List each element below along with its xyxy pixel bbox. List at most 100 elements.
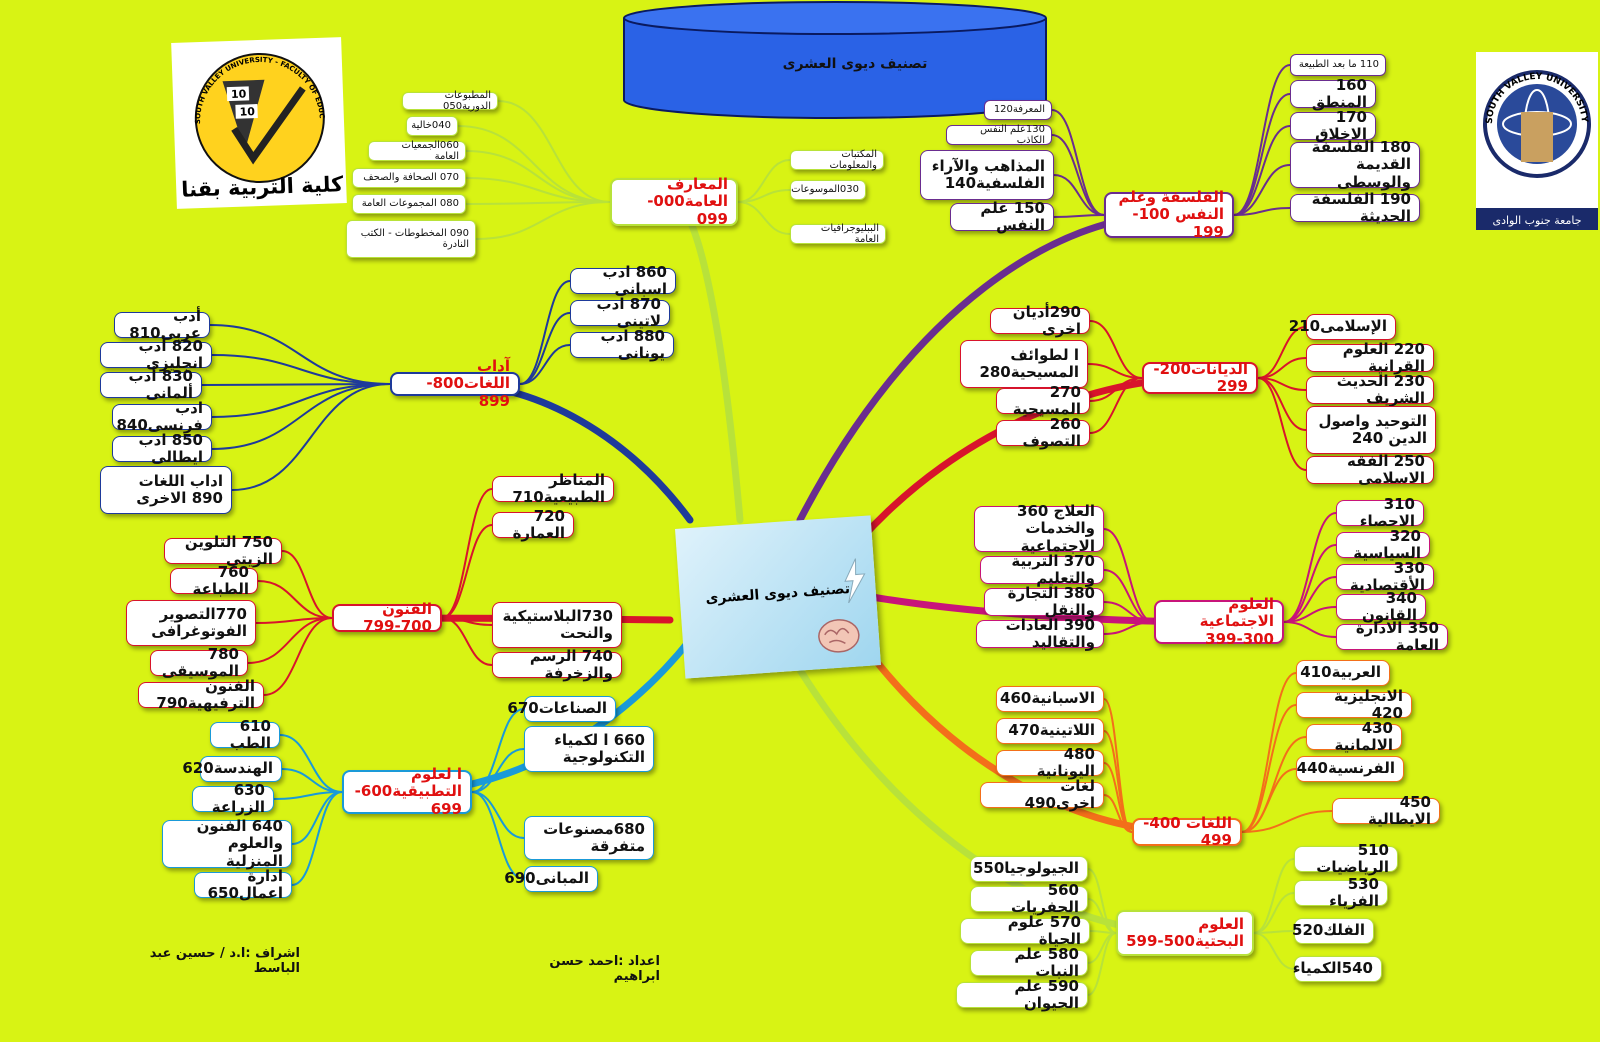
topic-node-0-4[interactable]: 080 المجموعات العامة [352, 194, 466, 214]
topic-node-3-7[interactable]: 340 القانون [1336, 589, 1426, 624]
topic-node-1-0-label: المعرفة120 [993, 104, 1045, 116]
topic-node-2-7[interactable]: التوحيد واصول الدين 240 [1306, 406, 1436, 454]
topic-node-6-2[interactable]: 680مصنوعات متفرقة [524, 816, 654, 860]
topic-node-5-2[interactable]: 570 علوم الحياة [960, 913, 1090, 948]
university-logo: SOUTH VALLEY UNIVERSITY جامعة جنوب الواد… [1476, 52, 1598, 230]
topic-node-1-8[interactable]: 190 الفلسفة الحديثة [1290, 190, 1420, 225]
topic-node-3-1[interactable]: 370 التربية والتعليم [980, 552, 1104, 587]
branch-node-1[interactable]: الفلسفة وعلم النفس 100-199 [1104, 189, 1234, 240]
topic-node-8-4[interactable]: 820 أدب انجليزى [100, 337, 212, 372]
link-8-3 [209, 324, 391, 385]
topic-node-4-4[interactable]: العربية410 [1296, 660, 1390, 686]
branch-node-0[interactable]: المعارف العامة000-099 [610, 176, 738, 227]
topic-node-3-4[interactable]: 310 الاحصاء [1336, 495, 1424, 530]
topic-node-8-8[interactable]: اداب اللغات 890 الاخرى [100, 466, 232, 514]
topic-node-4-6[interactable]: 430 الالمانية [1306, 719, 1402, 754]
topic-node-8-6[interactable]: ادب فرنسى840 [112, 399, 212, 434]
topic-node-4-7[interactable]: الفرنسية440 [1296, 756, 1404, 782]
topic-node-3-0[interactable]: العلاج 360 والخدمات الاجتماعية [974, 503, 1104, 554]
topic-node-7-4[interactable]: 750 التلوين الزيتى [164, 533, 282, 568]
topic-node-3-8[interactable]: 350 الادارة العامة [1336, 619, 1448, 654]
topic-node-7-1[interactable]: 720 العمارة [492, 507, 574, 542]
branch-node-7[interactable]: الفنون 700-799 [332, 600, 442, 635]
topic-node-5-8[interactable]: 540الكمياء [1293, 956, 1382, 982]
topic-node-3-2[interactable]: 380 التجارة والنقل [984, 584, 1104, 619]
topic-node-0-7[interactable]: 030الموسوعات [790, 180, 866, 200]
link-6-2 [471, 791, 525, 839]
topic-node-7-5[interactable]: 760 الطباعة [170, 563, 258, 598]
topic-node-5-1[interactable]: 560 الحفريات [970, 881, 1088, 916]
topic-node-2-2[interactable]: 270 المسيحية [996, 383, 1090, 418]
topic-node-2-8[interactable]: 250 الفقه الاسلامى [1306, 452, 1434, 487]
topic-node-7-6[interactable]: 770التصوير الفوتوغرافى [126, 600, 256, 646]
topic-node-5-7[interactable]: الفلك520 [1292, 918, 1374, 944]
topic-node-3-6[interactable]: 330 الأقتصادية [1336, 559, 1434, 594]
topic-node-1-1[interactable]: 130علم النفس الكاذب [946, 124, 1052, 146]
topic-node-1-5[interactable]: 160 المنطق [1290, 76, 1376, 111]
topic-node-8-0[interactable]: 860 ادب اسبانى [570, 263, 676, 298]
topic-node-5-0[interactable]: الجيولوجيا550 [970, 856, 1088, 882]
topic-node-4-5[interactable]: الانجليزية 420 [1296, 687, 1412, 722]
topic-node-6-3[interactable]: المبانى690 [504, 866, 598, 892]
topic-node-1-6[interactable]: 170 الاخلاق [1290, 108, 1376, 143]
topic-node-0-6[interactable]: المكتبات والمعلومات [790, 149, 884, 171]
topic-node-7-7[interactable]: 780 الموسيقى [150, 645, 248, 680]
topic-node-8-5[interactable]: 830 أدب ألمانى [100, 367, 202, 402]
topic-node-6-8[interactable]: ادارة اعمال650 [194, 867, 292, 902]
topic-node-1-2[interactable]: المذاهب والآراء الفلسفية140 [920, 150, 1054, 200]
topic-node-0-8[interactable]: الببليوجرافيات العامة [790, 223, 886, 245]
central-topic[interactable]: تصنيف ديوى العشرى [675, 515, 881, 679]
topic-node-7-3[interactable]: 740 الرسم والزخرفة [492, 647, 622, 682]
branch-node-2[interactable]: الديانات200-299 [1142, 360, 1258, 395]
topic-node-4-0[interactable]: الاسبانية460 [996, 686, 1104, 712]
topic-node-8-1[interactable]: 870 ادب لاتينى [570, 295, 670, 330]
topic-node-5-5[interactable]: 510 الرياضيات [1294, 841, 1398, 876]
topic-node-2-0[interactable]: 290أديان اخرى [990, 303, 1090, 338]
topic-node-4-8[interactable]: 450 الايطالية [1332, 793, 1440, 828]
topic-node-1-4[interactable]: 110 ما بعد الطبيعة [1290, 54, 1386, 76]
branch-node-6[interactable]: ا لعلوم التطبيقية600-699 [342, 766, 472, 817]
topic-node-3-6-label: 330 الأقتصادية [1349, 558, 1425, 594]
topic-node-0-0[interactable]: المطبوعات الدورية050 [402, 90, 498, 112]
topic-node-1-0[interactable]: المعرفة120 [984, 100, 1052, 120]
topic-node-2-1[interactable]: ا لطوائف المسيحية280 [960, 340, 1088, 388]
topic-node-4-1[interactable]: اللاتينية470 [996, 718, 1104, 744]
topic-node-6-0[interactable]: الصناعات670 [507, 696, 616, 722]
topic-node-0-5[interactable]: 090 المخطوطات - الكتب النادرة [346, 220, 476, 258]
topic-node-7-8[interactable]: الفنون الترفيهية790 [138, 677, 264, 712]
topic-node-8-2[interactable]: 880 ادب يونانى [570, 327, 674, 362]
branch-node-4[interactable]: اللغات 400-499 [1132, 814, 1242, 849]
topic-node-3-5[interactable]: 320 السياسية [1336, 527, 1430, 562]
topic-node-7-0[interactable]: المناظر الطبيعية710 [492, 471, 614, 506]
topic-node-2-3[interactable]: 260 التصوف [996, 415, 1090, 450]
topic-node-2-4[interactable]: الإسلامى210 [1289, 314, 1396, 340]
topic-node-0-1[interactable]: 040خالية [406, 116, 458, 136]
topic-node-4-3[interactable]: لغات اخرى490 [980, 777, 1104, 812]
topic-node-0-2[interactable]: 060الجمعيات العامة [368, 140, 466, 162]
topic-node-3-3[interactable]: 390 العادات والتقاليد [976, 616, 1104, 651]
topic-node-4-4-label: العربية410 [1300, 663, 1381, 682]
topic-node-6-7[interactable]: 640 الفنون والعلوم المنزلية [162, 818, 292, 869]
topic-node-1-7[interactable]: 180 الفلسفة القديمة والوسطى [1290, 139, 1420, 190]
branch-node-8[interactable]: آداب اللغات800-899 [390, 358, 520, 409]
topic-node-1-3[interactable]: 150 علم النفس [950, 199, 1054, 234]
topic-node-8-3[interactable]: أدب عربى810 [114, 307, 210, 342]
topic-node-5-3[interactable]: 580 علم النبات [970, 945, 1088, 980]
topic-node-6-4[interactable]: 610 الطب [210, 717, 280, 752]
branch-node-5[interactable]: العلوم البحتية500-599 [1116, 910, 1254, 956]
topic-node-8-7[interactable]: 850 ادب ايطالى [112, 431, 212, 466]
topic-node-6-5[interactable]: الهندسة620 [182, 756, 282, 782]
topic-node-6-6-label: 630 الزراعة [211, 780, 265, 816]
topic-node-6-6[interactable]: 630 الزراعة [192, 781, 274, 816]
topic-node-7-2[interactable]: 730البلاستيكية والنحت [492, 602, 622, 648]
topic-node-4-2[interactable]: 480 اليونانية [996, 745, 1104, 780]
faculty-logo: 10 10 SOUTH VALLEY UNIVERSITY - FACULTY … [168, 32, 347, 209]
link-6-1 [471, 748, 525, 793]
topic-node-2-6[interactable]: 230 الحديث الشريف [1306, 372, 1434, 407]
branch-node-3[interactable]: العلوم الاجتماعية 300-399 [1154, 596, 1284, 647]
topic-node-2-5[interactable]: 220 العلوم القرانية [1306, 340, 1434, 375]
topic-node-0-3[interactable]: 070 الصحافة والصحف [352, 168, 466, 188]
topic-node-5-4[interactable]: 590 علم الحيوان [956, 977, 1088, 1012]
topic-node-5-6[interactable]: 530 الفزياء [1294, 875, 1388, 910]
topic-node-6-1[interactable]: 660 ا لكمياء التكنولوجية [524, 726, 654, 772]
